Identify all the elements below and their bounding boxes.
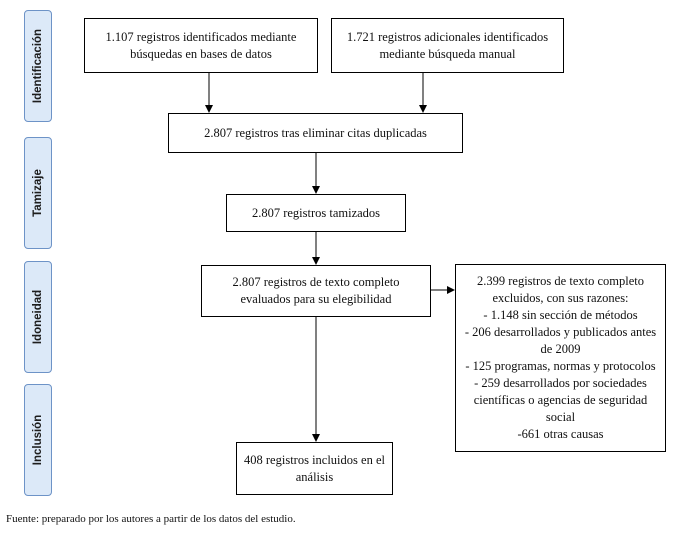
- screened-box: 2.807 registros tamizados: [226, 194, 406, 232]
- stage-inclusion: Inclusión: [24, 384, 52, 496]
- manual-search-box: 1.721 registros adicionales identificado…: [331, 18, 564, 73]
- db-search-box: 1.107 registros identificados mediante b…: [84, 18, 318, 73]
- stage-eligibility: Idoneidad: [24, 261, 52, 373]
- stage-screening: Tamizaje: [24, 137, 52, 249]
- source-note: Fuente: preparado por los autores a part…: [6, 513, 296, 525]
- deduplicated-box: 2.807 registros tras eliminar citas dupl…: [168, 113, 463, 153]
- stage-identification: Identificación: [24, 10, 52, 122]
- fulltext-assessed-box: 2.807 registros de texto completo evalua…: [201, 265, 431, 317]
- included-box: 408 registros incluidos en el análisis: [236, 442, 393, 495]
- excluded-box: 2.399 registros de texto completo exclui…: [455, 264, 666, 452]
